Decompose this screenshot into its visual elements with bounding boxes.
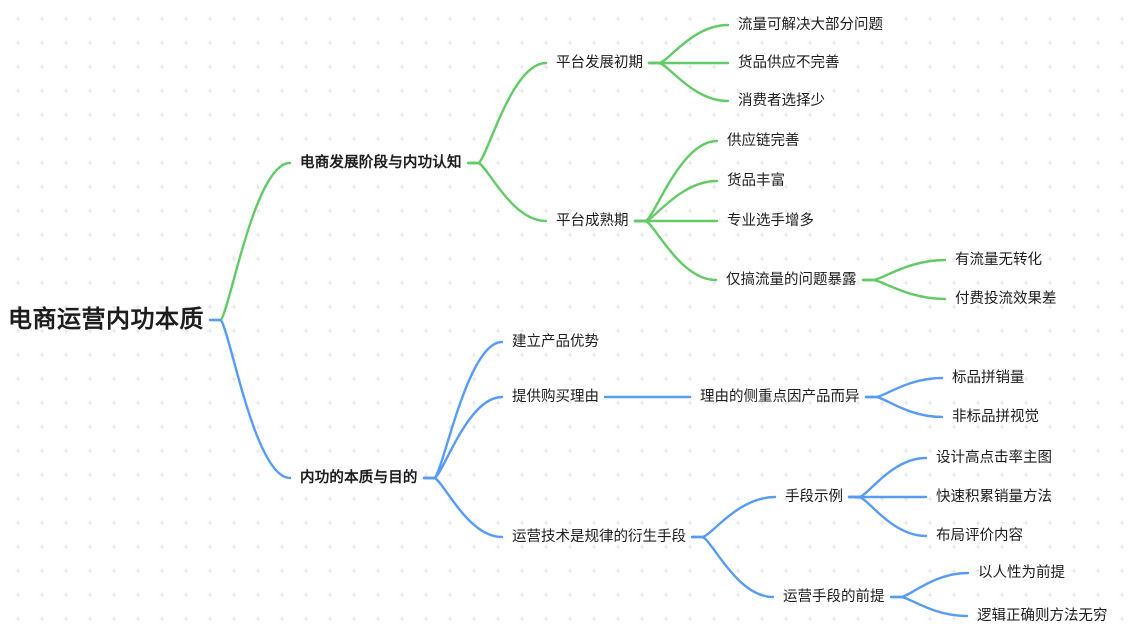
mindmap-node[interactable]: 理由的侧重点因产品而异 (700, 388, 860, 405)
mindmap-edge (422, 476, 504, 539)
mindmap-edge (422, 340, 504, 480)
mindmap-node[interactable]: 布局评价内容 (936, 527, 1023, 544)
mindmap-edge (847, 456, 928, 499)
mindmap-edge (690, 535, 775, 599)
mindmap-node[interactable]: 流量可解决大部分问题 (738, 16, 883, 33)
mindmap-node[interactable]: 货品丰富 (727, 172, 785, 189)
mindmap-edge (647, 61, 730, 103)
mindmap-edge (208, 318, 292, 480)
mindmap-edge (633, 219, 718, 282)
mindmap-node[interactable]: 运营技术是规律的衍生手段 (512, 528, 686, 545)
mindmap-node[interactable]: 消费者选择少 (738, 92, 825, 109)
mindmap-node[interactable]: 电商发展阶段与内功认知 (300, 154, 462, 171)
mindmap-edge (889, 595, 969, 618)
mindmap-root-node[interactable]: 电商运营内功本质 (8, 306, 204, 333)
mindmap-edges (208, 23, 970, 618)
mindmap-edge (466, 61, 548, 165)
mindmap-node[interactable]: 逻辑正确则方法无穷 (977, 607, 1108, 624)
mindmap-edge (864, 395, 944, 419)
mindmap-node[interactable]: 仅搞流量的问题暴露 (726, 271, 857, 288)
dot-grid-background (15, 16, 1125, 622)
mindmap-node[interactable]: 有流量无转化 (955, 251, 1042, 268)
mindmap-node[interactable]: 平台发展初期 (556, 54, 643, 71)
mindmap-node[interactable]: 非标品拼视觉 (952, 408, 1039, 425)
mindmap-node[interactable]: 建立产品优势 (512, 333, 599, 350)
mindmap-edge (861, 258, 947, 282)
mindmap-node[interactable]: 设计高点击率主图 (936, 449, 1052, 466)
mindmap-node[interactable]: 供应链完善 (727, 132, 800, 149)
mindmap-node[interactable]: 手段示例 (785, 488, 843, 505)
mindmap-edge (847, 495, 928, 538)
mindmap-node[interactable]: 运营手段的前提 (783, 588, 885, 605)
mindmap-node[interactable]: 快速积累销量方法 (936, 488, 1052, 505)
mindmap-edge (861, 278, 947, 301)
mindmap-node[interactable]: 提供购买理由 (512, 388, 599, 405)
mindmap-edge (208, 161, 292, 322)
mindmap-node[interactable]: 平台成熟期 (556, 212, 629, 229)
mindmap-edge (633, 179, 719, 223)
mindmap-edge (633, 139, 719, 223)
mindmap-node[interactable]: 专业选手增多 (727, 212, 814, 229)
mindmap-node[interactable]: 内功的本质与目的 (300, 469, 418, 486)
mindmap-node[interactable]: 货品供应不完善 (738, 54, 840, 71)
mindmap-edge (690, 495, 777, 539)
mindmap-edge (466, 161, 548, 223)
mindmap-node[interactable]: 标品拼销量 (952, 369, 1025, 386)
mindmap-node[interactable]: 付费投流效果差 (955, 290, 1057, 307)
mindmap-edge (864, 376, 944, 399)
mindmap-edge (422, 395, 504, 480)
mindmap-node[interactable]: 以人性为前提 (978, 564, 1065, 581)
mindmap-edge (647, 23, 730, 65)
